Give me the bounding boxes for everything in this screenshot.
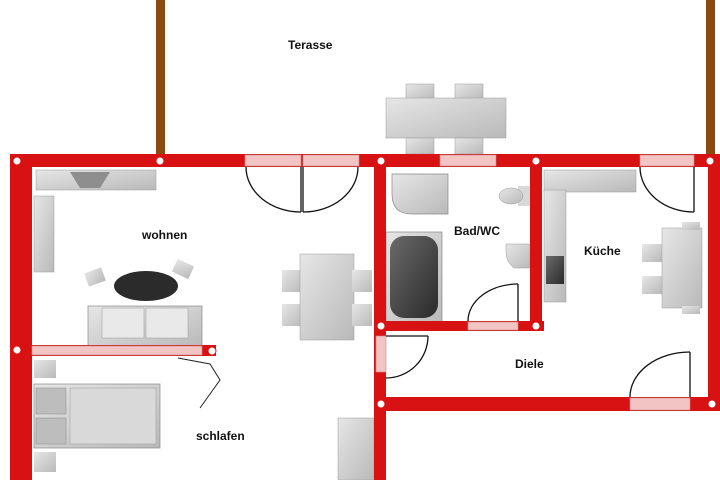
shower-tray bbox=[391, 173, 449, 215]
door-swing-arc-icon bbox=[302, 166, 359, 213]
toilet bbox=[498, 186, 530, 206]
room-label-bedroom: schlafen bbox=[196, 429, 245, 443]
wall-post bbox=[707, 399, 717, 409]
wall-post bbox=[531, 156, 541, 166]
room-label-kitchen: Küche bbox=[584, 244, 621, 258]
wall-post bbox=[155, 156, 165, 166]
wall-post bbox=[531, 321, 541, 331]
door-swing-arc-icon bbox=[639, 166, 695, 213]
nightstand bbox=[34, 360, 56, 378]
terrace-beam-right bbox=[706, 0, 715, 160]
wall-right bbox=[708, 154, 720, 411]
terrace-beam-left bbox=[156, 0, 165, 160]
dining-chair bbox=[352, 304, 372, 326]
wall-post bbox=[376, 156, 386, 166]
wall-post bbox=[12, 345, 22, 355]
shelf bbox=[33, 195, 55, 273]
bathtub bbox=[385, 231, 443, 323]
kitchen-counter-top bbox=[543, 169, 637, 193]
tv-cabinet-shade bbox=[70, 172, 110, 188]
armchair bbox=[84, 267, 106, 287]
terrace-beams bbox=[156, 0, 715, 160]
dining-chair bbox=[282, 304, 302, 326]
wall-left bbox=[10, 154, 32, 480]
dining-chair bbox=[282, 270, 302, 292]
terrace-chair bbox=[405, 137, 435, 155]
wall-bath-bottom bbox=[374, 321, 544, 331]
window bbox=[244, 154, 302, 167]
doors bbox=[245, 166, 695, 398]
living-furniture bbox=[33, 169, 372, 349]
armchair bbox=[171, 258, 195, 280]
bedroom-furniture bbox=[33, 357, 375, 480]
wall-post bbox=[207, 346, 217, 356]
terrace-dining-set bbox=[385, 83, 507, 155]
wall-post bbox=[376, 399, 386, 409]
door-swing-arc-icon bbox=[629, 351, 691, 398]
kitchen-counter-side bbox=[543, 189, 567, 303]
wall-posts bbox=[12, 156, 717, 409]
room-label-living: wohnen bbox=[142, 228, 188, 242]
dining-set bbox=[282, 253, 372, 341]
wall-post bbox=[12, 156, 22, 166]
kitchen-chair bbox=[642, 276, 662, 294]
sink bbox=[505, 243, 531, 269]
bed bbox=[33, 383, 161, 449]
door-swing-arc-icon bbox=[245, 166, 302, 213]
room-label-terrace: Terasse bbox=[288, 38, 333, 52]
door-swing-arc-icon bbox=[385, 335, 429, 379]
window bbox=[302, 154, 360, 167]
wall-bath-kitchen bbox=[530, 154, 542, 331]
kitchen-furniture bbox=[543, 169, 703, 314]
room-label-bath: Bad/WC bbox=[454, 224, 500, 238]
sofa bbox=[87, 305, 203, 349]
kitchen-chair bbox=[682, 222, 700, 230]
stove bbox=[546, 256, 564, 284]
dining-table bbox=[299, 253, 355, 341]
kitchen-chair bbox=[642, 244, 662, 262]
wall-top bbox=[12, 154, 718, 167]
window bbox=[375, 335, 387, 373]
wall-post bbox=[376, 321, 386, 331]
door-swing-arc-icon bbox=[467, 283, 519, 322]
bath-furniture bbox=[385, 173, 531, 323]
kitchen-chair bbox=[682, 306, 700, 314]
bedroom-door-swing bbox=[177, 357, 221, 409]
terrace-chair bbox=[454, 137, 484, 155]
wall-bath-left bbox=[374, 154, 386, 480]
nightstand bbox=[34, 452, 56, 472]
wall-post bbox=[705, 156, 715, 166]
terrace-chair bbox=[405, 83, 435, 101]
window bbox=[629, 397, 691, 411]
window bbox=[467, 321, 519, 331]
windows bbox=[31, 154, 695, 411]
kitchen-table bbox=[661, 227, 703, 309]
round-rug bbox=[114, 271, 178, 301]
wardrobe bbox=[337, 417, 375, 480]
terrace-table bbox=[385, 97, 507, 139]
window bbox=[31, 345, 203, 356]
window bbox=[639, 154, 695, 167]
window bbox=[439, 154, 497, 167]
dining-chair bbox=[352, 270, 372, 292]
terrace-chair bbox=[454, 83, 484, 101]
room-label-hall: Diele bbox=[515, 357, 544, 371]
